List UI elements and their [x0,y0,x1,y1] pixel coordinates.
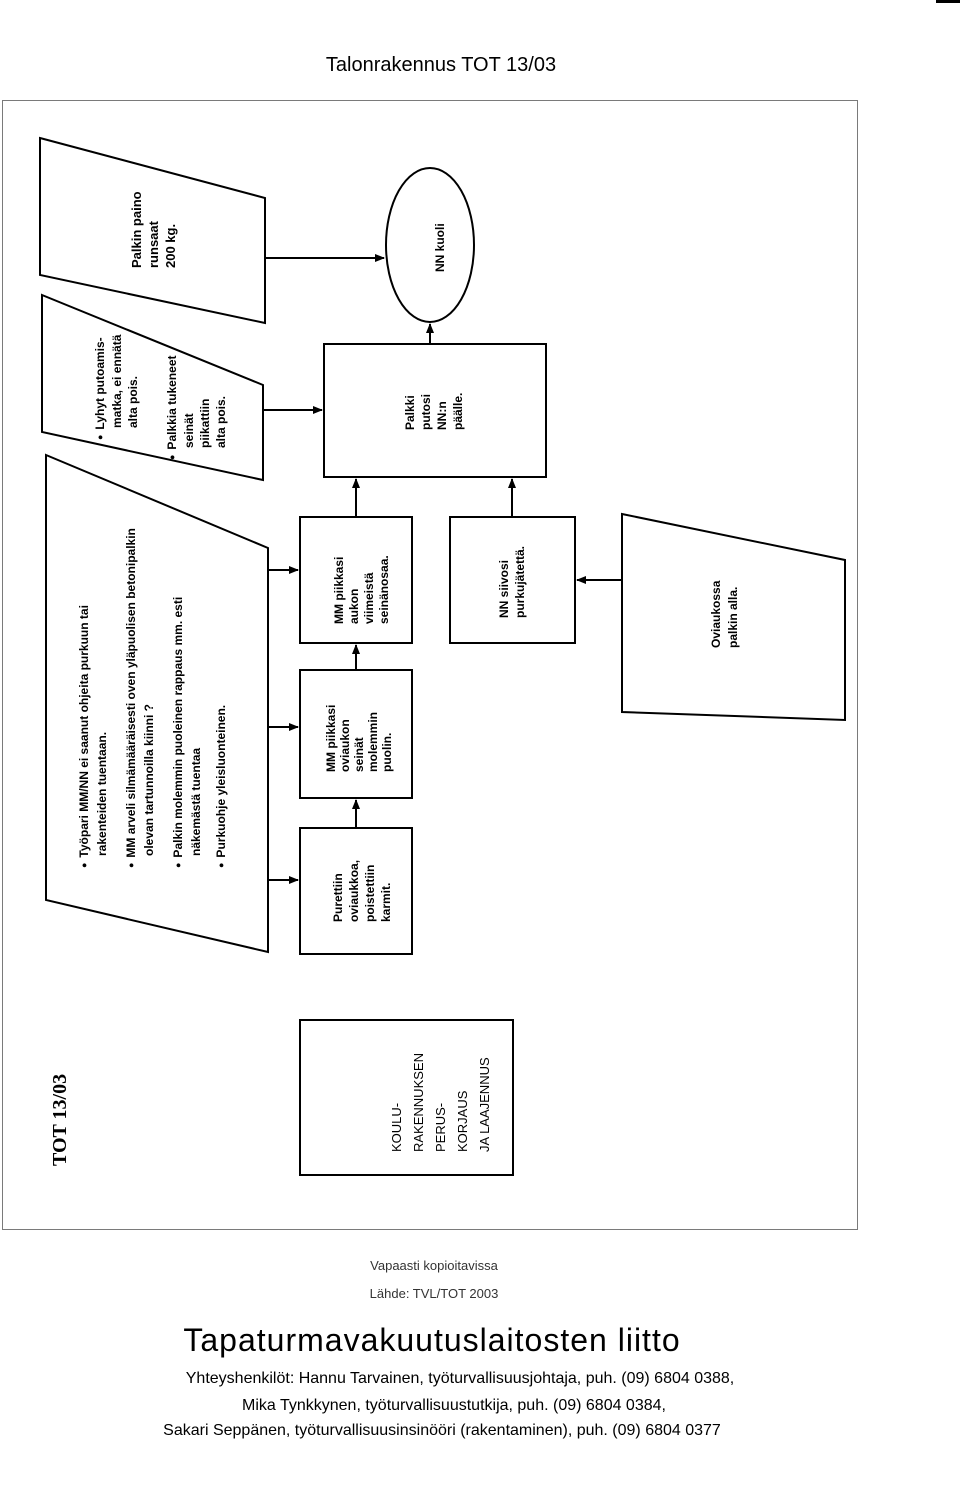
source-note: Lähde: TVL/TOT 2003 [369,1286,499,1301]
step4-box [323,343,547,478]
outcome-text: NN kuoli [432,223,448,272]
step4-line: päälle. [451,392,465,430]
step4-line: NN:n [435,401,449,430]
factor-item-cont: seinät [182,413,196,448]
location-text: KOULU- RAKENNUKSEN PERUS- KORJAUS JA LAA… [386,1053,496,1152]
factor-item: Lyhyt putoamis- [92,335,109,440]
step2-line: seinät [352,737,366,772]
step2-line: puolin. [380,732,394,772]
copy-note: Vapaasti kopioitavissa [370,1258,498,1273]
state-nn-text: Oviaukossa palkin alla. [708,581,742,648]
step3-line: MM piikkasi [332,556,346,624]
factor-item-cont: rakenteiden tuentaan. [95,731,109,856]
beam-weight-box [39,136,266,325]
factor-item-cont: olevan tartunnoilla kiinni ? [142,703,156,856]
step4-line: Palkki [403,395,417,430]
factor-item: MM arveli silmämääräisesti oven yläpuoli… [123,528,141,868]
step-nn-text: NN siivosi purkujätettä. [496,546,528,618]
factor-item-cont: alta pois. [214,395,228,448]
factor-item-cont: matka, ei ennätä [110,334,124,428]
step1-line: poistettiin [363,864,377,922]
step4-text: Palkki putosi NN:n päälle. [402,393,466,430]
factor-item-cont: piikattiin [198,398,212,448]
beam-weight-text: Palkin paino runsaat 200 kg. [128,191,179,268]
outcome-label: NN kuoli [433,223,447,272]
state-nn-line: palkin alla. [726,586,740,648]
location-line: JA LAAJENNUS [477,1057,492,1152]
factors-left-box [45,453,269,954]
factors-mid-box [41,293,264,482]
location-line: KORJAUS [455,1090,470,1152]
beam-weight-line: 200 kg. [163,223,178,268]
step2-line: MM piikkasi [324,704,338,772]
diagram-frame [2,100,858,1230]
step3-line: aukon [347,588,361,624]
location-box [299,1019,514,1176]
contact-line: Yhteyshenkilöt: Hannu Tarvainen, työturv… [185,1370,735,1387]
step1-line: Purettiin [331,873,345,922]
location-line: PERUS- [433,1102,448,1152]
contact-line: Sakari Seppänen, työturvallisuusinsinöör… [163,1422,721,1439]
factor-item-cont: alta pois. [126,375,140,428]
step2-line: oviaukon [338,719,352,772]
step1-line: oviaukkoa, [347,859,361,922]
step-nn-line: NN siivosi [497,559,511,618]
page-title: Talonrakennus TOT 13/03 [325,54,557,76]
step3-line: viimeistä [362,572,376,624]
step4-line: putosi [419,394,433,430]
beam-weight-line: Palkin paino [129,191,144,268]
step2-line: molemmin [366,711,380,772]
contact-line: Mika Tynkkynen, työturvallisuustutkija, … [242,1397,666,1414]
beam-weight-line: runsaat [146,221,161,268]
step3-line: seinänosaa. [377,555,391,624]
tot-label: TOT 13/03 [49,1073,71,1166]
factor-item: Työpari MM/NN ei saanut ohjeita purkuun … [76,528,94,868]
location-line: RAKENNUKSEN [411,1053,426,1152]
organization-name: Tapaturmavakuutuslaitosten liitto [183,1322,681,1358]
step2-text: MM piikkasi oviaukon seinät molemmin puo… [324,705,394,772]
location-line: KOULU- [389,1102,404,1152]
step3-text: MM piikkasi aukon viimeistä seinänosaa. [332,555,392,624]
state-nn-line: Oviaukossa [709,580,723,648]
factors-mid-a-text: Lyhyt putoamis- matka, ei ennätä alta po… [92,335,141,440]
factors-left-text: Työpari MM/NN ei saanut ohjeita purkuun … [76,528,231,868]
factor-item: Palkkia tukeneet [164,356,181,461]
state-nn-box [621,512,846,722]
factor-item-cont: näkemästä tuentaa [189,747,203,856]
corner-mark [936,0,960,3]
factor-item: Purkuohje yleisluonteinen. [213,528,231,868]
step-nn-line: purkujätettä. [513,545,527,618]
factors-mid-b-text: Palkkia tukeneet seinät piikattiin alta … [164,356,229,461]
factor-item: Palkin molemmin puoleinen rappaus mm. es… [170,528,188,868]
step1-text: Purettiin oviaukkoa, poistettiin karmit. [330,860,394,922]
step1-line: karmit. [379,882,393,922]
outcome-ellipse [385,167,475,323]
